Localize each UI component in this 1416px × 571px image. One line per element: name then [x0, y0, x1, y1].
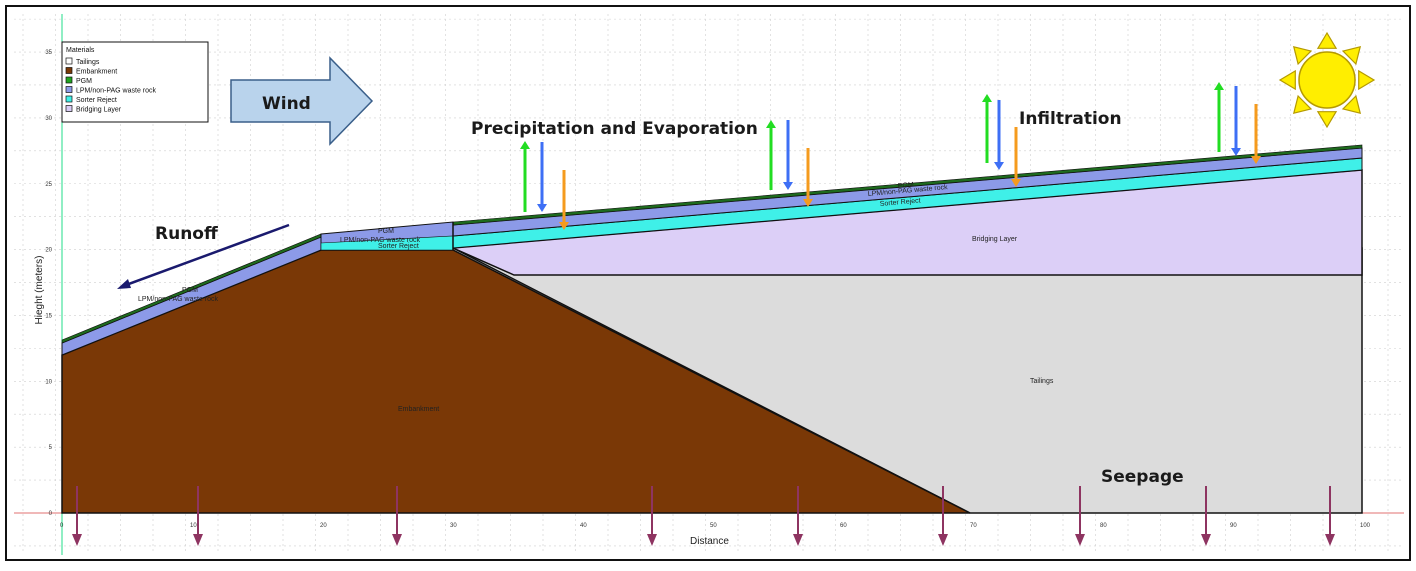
infiltration-label: Infiltration: [1019, 109, 1122, 129]
x-tick-label: 100: [1360, 523, 1371, 529]
tailings-label: Tailings: [1030, 378, 1054, 385]
legend-item-label: Sorter Reject: [76, 97, 117, 104]
seepage-label: Seepage: [1101, 467, 1184, 487]
x-tick-label: 30: [450, 523, 457, 529]
legend-swatch: [65, 67, 73, 74]
y-axis-label: Hieght (meters): [34, 256, 45, 325]
precipitation-arrow-head: [783, 182, 793, 190]
x-axis-label: Distance: [690, 536, 729, 547]
infiltration-arrow-head: [559, 222, 569, 230]
seepage-arrow-head: [938, 534, 948, 546]
evaporation-arrow-head: [520, 141, 530, 149]
flux-arrows: [520, 82, 1261, 230]
legend-item-label: Bridging Layer: [76, 107, 122, 114]
x-tick-label: 40: [580, 523, 587, 529]
x-tick-label: 0: [60, 523, 64, 529]
x-tick-label: 90: [1230, 523, 1237, 529]
legend-item-label: LPM/non-PAG waste rock: [76, 88, 157, 95]
seepage-arrow-head: [1201, 534, 1211, 546]
pgm-top-label: PGM: [898, 182, 915, 190]
legend-item-label: Tailings: [76, 59, 100, 66]
infiltration-arrow-head: [803, 199, 813, 207]
x-tick-labels: 0 10 20 30 40 50 60 70 80 90 100: [60, 523, 1371, 529]
lpm-crest-label: LPM/non-PAG waste rock: [340, 237, 421, 244]
pgm-slope-label: PGM: [182, 287, 198, 294]
x-tick-label: 10: [190, 523, 197, 529]
precip-evap-label: Precipitation and Evaporation: [471, 119, 758, 139]
legend-item-label: PGM: [76, 78, 92, 85]
sorter-reject-label: Sorter Reject: [880, 197, 921, 208]
x-tick-label: 70: [970, 523, 977, 529]
y-tick-label: 20: [45, 248, 52, 254]
sun-ray: [1292, 94, 1313, 115]
y-tick-label: 15: [45, 313, 52, 319]
pgm-crest-label: PGM: [378, 228, 394, 235]
infiltration-arrow-head: [1251, 156, 1261, 164]
wind-arrow-icon: Wind: [230, 56, 374, 146]
y-tick-label: 5: [49, 445, 53, 451]
y-tick-label: 10: [45, 379, 52, 385]
legend-swatch: [65, 86, 73, 93]
seepage-arrow-head: [647, 534, 657, 546]
legend-swatch: [65, 95, 73, 103]
y-tick-label: 35: [45, 50, 52, 56]
runoff-arrow: [125, 223, 290, 287]
seepage-arrow-head: [193, 534, 203, 546]
sun-ray: [1341, 45, 1362, 66]
seepage-arrow-head: [72, 534, 82, 546]
legend-swatch: [65, 57, 73, 65]
seepage-arrows: [72, 486, 1335, 546]
legend-title: Materials: [66, 47, 95, 54]
x-tick-label: 60: [840, 523, 847, 529]
seepage-arrow-head: [793, 534, 803, 546]
seepage-arrow-head: [1325, 534, 1335, 546]
lpm-slope-label: LPM/non-PAG waste rock: [138, 296, 219, 303]
x-tick-label: 20: [320, 523, 327, 529]
precipitation-arrow-head: [1231, 148, 1241, 156]
precipitation-arrow-head: [537, 204, 547, 212]
sun-ray: [1341, 94, 1362, 115]
sun-disc: [1298, 51, 1356, 109]
embankment-label: Embankment: [398, 406, 439, 413]
precipitation-arrow-head: [994, 162, 1004, 170]
sun-rays: [1278, 31, 1376, 129]
infiltration-arrow-head: [1011, 179, 1021, 187]
y-tick-label: 25: [45, 182, 52, 188]
seepage-arrow-head: [392, 534, 402, 546]
y-tick-labels: 0 5 10 15 20 25 30 35: [45, 50, 52, 517]
y-tick-label: 0: [49, 511, 53, 517]
sun-ray: [1316, 111, 1338, 129]
sorter-crest-label: Sorter Reject: [378, 243, 419, 250]
evaporation-arrow-head: [766, 120, 776, 128]
sun-ray: [1278, 69, 1296, 91]
sun-ray: [1316, 31, 1338, 49]
evaporation-arrow-head: [982, 94, 992, 102]
sun-ray: [1358, 69, 1376, 91]
x-tick-label: 50: [710, 523, 717, 529]
wind-label: Wind: [262, 94, 311, 114]
runoff-arrow-head: [117, 279, 131, 289]
legend-box: [61, 41, 209, 123]
seepage-arrow-head: [1075, 534, 1085, 546]
x-tick-label: 80: [1100, 523, 1107, 529]
evaporation-arrow-head: [1214, 82, 1224, 90]
runoff-label: Runoff: [155, 224, 218, 244]
sun-ray: [1292, 45, 1313, 66]
bridging-label: Bridging Layer: [972, 236, 1018, 243]
legend-swatch: [65, 105, 73, 112]
legend-item-label: Embankment: [76, 69, 117, 76]
sun-icon: [1278, 31, 1376, 129]
legend-swatch: [65, 76, 73, 84]
y-tick-label: 30: [45, 116, 52, 122]
